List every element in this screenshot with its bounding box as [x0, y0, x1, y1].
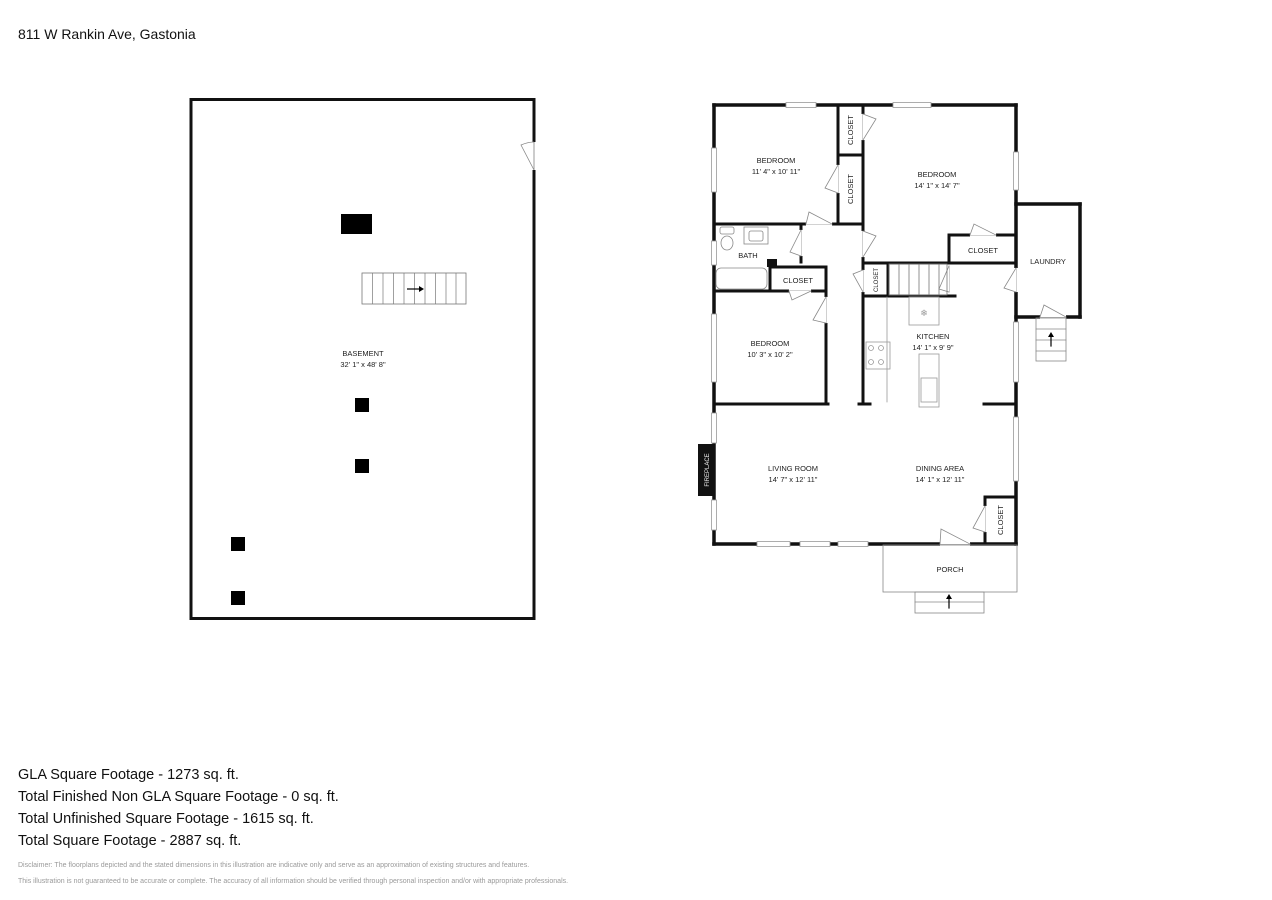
- gla-square-footage: GLA Square Footage - 1273 sq. ft.: [18, 767, 239, 783]
- porch: [882, 544, 1018, 614]
- bath-fixtures: [715, 226, 769, 290]
- room-label-bedroom3: BEDROOM: [751, 339, 790, 348]
- room-dims-bedroom1: 11' 4" x 10' 11": [752, 167, 801, 176]
- closet-label: CLOSET: [968, 246, 998, 255]
- svg-text:❄: ❄: [920, 308, 928, 318]
- basement-stairs: [361, 272, 467, 305]
- closet-label: CLOSET: [996, 505, 1005, 535]
- room-label-kitchen: KITCHEN: [917, 332, 950, 341]
- floor-plan: BASEMENT 32' 1" x 48' 8": [189, 98, 1082, 620]
- basement-plan: BASEMENT 32' 1" x 48' 8": [189, 98, 537, 620]
- property-address: 811 W Rankin Ave, Gastonia: [18, 26, 196, 42]
- basement-dimensions: 32' 1" x 48' 8": [340, 360, 386, 369]
- closet-label: CLOSET: [783, 276, 813, 285]
- fireplace: [698, 444, 714, 496]
- closet-label: CLOSET: [846, 115, 855, 145]
- main-stairs: [888, 263, 948, 296]
- support-post: [231, 591, 245, 605]
- laundry-steps: [1035, 317, 1067, 362]
- room-label-bedroom2: BEDROOM: [918, 170, 957, 179]
- finished-non-gla-square-footage: Total Finished Non GLA Square Footage - …: [18, 789, 339, 805]
- closet-label: CLOSET: [846, 174, 855, 204]
- room-dims-bedroom2: 14' 1" x 14' 7": [914, 181, 960, 190]
- room-label-bath: BATH: [738, 251, 757, 260]
- support-post: [231, 537, 245, 551]
- unfinished-square-footage: Total Unfinished Square Footage - 1615 s…: [18, 811, 314, 827]
- chimney-block: [341, 214, 372, 234]
- room-dims-dining: 14' 1" x 12' 11": [916, 475, 965, 484]
- basement-label: BASEMENT: [342, 349, 384, 358]
- room-label-dining: DINING AREA: [916, 464, 964, 473]
- fireplace-label: FIREPLACE: [705, 453, 711, 486]
- main-floor-plan: ❄ FIREPLACE BEDROOM 11' 4" x 10' 11" BED: [698, 102, 1082, 614]
- closet-label: CLOSET: [874, 268, 880, 292]
- support-post: [355, 459, 369, 473]
- square-footage-summary: GLA Square Footage - 1273 sq. ft. Total …: [18, 764, 339, 852]
- disclaimer-line: Disclaimer: The floorplans depicted and …: [18, 862, 530, 869]
- total-square-footage: Total Square Footage - 2887 sq. ft.: [18, 833, 242, 849]
- room-label-bedroom1: BEDROOM: [757, 156, 796, 165]
- disclaimer-line: This illustration is not guaranteed to b…: [18, 878, 569, 885]
- room-label-living: LIVING ROOM: [768, 464, 818, 473]
- disclaimer: Disclaimer: The floorplans depicted and …: [18, 858, 568, 890]
- room-dims-living: 14' 7" x 12' 11": [769, 475, 818, 484]
- room-label-laundry: LAUNDRY: [1030, 257, 1066, 266]
- kitchen-fixtures: ❄: [865, 296, 940, 408]
- support-post: [355, 398, 369, 412]
- room-label-porch: PORCH: [936, 565, 963, 574]
- room-dims-kitchen: 14' 1" x 9' 9": [912, 343, 953, 352]
- room-dims-bedroom3: 10' 3" x 10' 2": [747, 350, 793, 359]
